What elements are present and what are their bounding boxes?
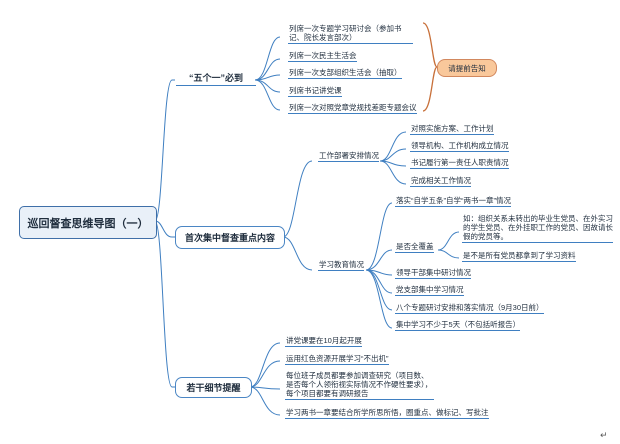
g2-item-1: 落实“自学五条”自学“两书一章”情况 bbox=[395, 196, 511, 207]
root-node: 巡回督查思维导图（一） bbox=[19, 206, 157, 239]
b1-item-5: 列席一次对照党章党规找差距专题会议 bbox=[288, 103, 417, 114]
coverage-detail-1: 如：组织关系未转出的毕业生党员、在外实习的学生党员、在外挂职工作的党员、因故请长… bbox=[462, 214, 613, 243]
g2-item-coverage: 是否全覆盖 bbox=[395, 242, 434, 253]
branch-key-content: 首次集中督查重点内容 bbox=[175, 226, 285, 249]
g2-item-4: 党支部集中学习情况 bbox=[395, 285, 464, 296]
branch-five-must: “五个一”必到 bbox=[176, 74, 256, 86]
advance-notice-callout: 请提前告知 bbox=[437, 59, 497, 77]
g1-item-1: 对照实施方案、工作计划 bbox=[410, 124, 494, 135]
g2-item-6: 集中学习不少于5天（不包括听报告） bbox=[395, 320, 521, 331]
group-work-deployment: 工作部署安排情况 bbox=[318, 151, 379, 162]
link-root-b2 bbox=[154, 220, 175, 238]
g1-item-2: 领导机构、工作机构成立情况 bbox=[410, 141, 509, 152]
b3-item-4: 学习两书一章要结合所学所思所悟，圈重点、做标记、写批注 bbox=[285, 408, 489, 419]
branch-detail-reminders: 若干细节提醒 bbox=[175, 377, 252, 398]
b3-item-2: 运用红色资源开展学习“不出机” bbox=[285, 354, 389, 365]
paragraph-mark: ↵ bbox=[600, 430, 608, 440]
link-root-b1 bbox=[154, 79, 175, 222]
b1-item-1: 列席一次专题学习研讨会（参加书记、院长发言部次） bbox=[288, 24, 413, 44]
g1-item-3: 书记履行第一责任人职责情况 bbox=[410, 158, 509, 169]
callout-brace bbox=[422, 22, 438, 112]
coverage-detail-2: 是不是所有党员都拿到了学习资料 bbox=[462, 251, 576, 262]
b1-item-2: 列席一次民主生活会 bbox=[288, 51, 357, 62]
b1-item-3: 列席一次支部组织生活会（抽取） bbox=[288, 68, 402, 79]
group-study-education: 学习教育情况 bbox=[318, 260, 364, 271]
g2-item-3: 领导干部集中研讨情况 bbox=[395, 268, 471, 279]
g1-item-4: 完成相关工作情况 bbox=[410, 176, 471, 187]
g2-item-5: 八个专题研讨安排和落实情况（9月30日前） bbox=[395, 303, 544, 314]
link-root-b3 bbox=[154, 220, 175, 388]
b3-item-1: 讲党课要在10月起开展 bbox=[285, 336, 362, 347]
b3-item-3: 每位班子成员都要参加调查研究（项目数、是否每个人领衔视实际情况不作硬性要求），每… bbox=[285, 371, 434, 400]
b1-item-4: 列席书记讲党课 bbox=[288, 86, 342, 97]
